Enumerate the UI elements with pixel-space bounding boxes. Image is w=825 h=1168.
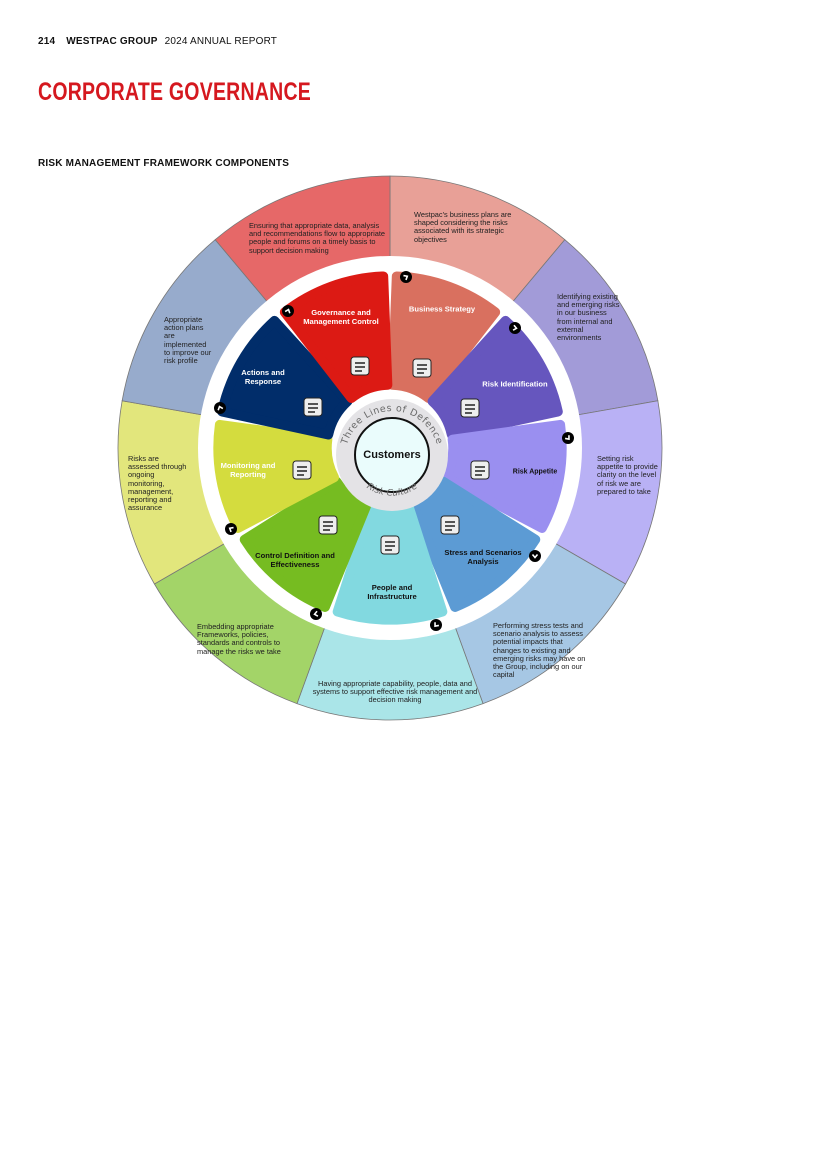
petal-control-definition-and-effectiveness[interactable] — [213, 419, 340, 533]
arrow-badge-icon — [214, 402, 226, 414]
people-description: Having appropriate capability, people, d… — [312, 679, 478, 705]
risk-appetite-label: Risk Appetite — [512, 468, 558, 476]
arrow-badge-icon — [310, 608, 322, 620]
people-label: People and Infrastructure — [367, 583, 417, 601]
report-name: 2024 ANNUAL REPORT — [164, 36, 278, 47]
risk-identification-description: Identifying existing and emerging risks … — [557, 292, 620, 343]
page-number: 214 — [38, 36, 56, 47]
line-chart-icon — [292, 460, 312, 480]
customers-label: Customers — [363, 449, 421, 461]
stress-description: Performing stress tests and scenario ana… — [493, 621, 586, 680]
petal-people-and-infrastructure[interactable] — [239, 476, 371, 612]
arrow-badge-icon — [282, 305, 294, 317]
meeting-icon — [350, 356, 370, 376]
monitoring-label: Monitoring and Reporting — [220, 461, 276, 479]
business-strategy-label: Business Strategy — [408, 304, 476, 314]
petal-risk-appetite[interactable] — [409, 476, 541, 612]
gear-icon — [318, 515, 338, 535]
risk-appetite-description: Setting risk appetite to provide clarity… — [597, 454, 658, 496]
presenter-icon — [303, 397, 323, 417]
monitoring-description: Risks are assessed through ongoing monit… — [128, 454, 187, 513]
business-strategy-description: Westpac's business plans are shaped cons… — [414, 210, 512, 244]
arrow-badge-icon — [562, 432, 574, 444]
actions-label: Actions and Response — [241, 368, 285, 386]
control-description: Embedding appropriate Frameworks, polici… — [197, 622, 281, 656]
alert-gauge-icon — [470, 460, 490, 480]
section-title: RISK MANAGEMENT FRAMEWORK COMPONENTS — [38, 158, 290, 169]
arrow-badge-icon — [509, 322, 521, 334]
control-label: Control Definition and Effectiveness — [255, 551, 335, 569]
arrow-badge-icon — [225, 523, 237, 535]
arrow-badge-icon — [400, 271, 412, 283]
customers-circle — [354, 417, 430, 493]
petal-risk-identification[interactable] — [440, 419, 567, 533]
risk-identification-label: Risk Identification — [482, 379, 548, 389]
governance-label: Governance and Management Control — [303, 308, 379, 326]
outer-segment-stress-and-scenarios-analysis — [296, 626, 484, 721]
page-title: CORPORATE GOVERNANCE — [38, 78, 312, 106]
arrow-badge-icon — [529, 550, 541, 562]
stress-label: Stress and Scenarios Analysis — [444, 548, 522, 566]
people-icon — [380, 535, 400, 555]
pie-chart-icon — [440, 515, 460, 535]
actions-description: Appropriate action plans are implemented… — [164, 315, 212, 366]
document-alert-icon — [460, 398, 480, 418]
arrow-badge-icon — [430, 619, 442, 631]
governance-description: Ensuring that appropriate data, analysis… — [249, 221, 385, 255]
clipboard-icon — [412, 358, 432, 378]
brand: WESTPAC GROUP — [66, 36, 158, 47]
page-header: 214 WESTPAC GROUP 2024 ANNUAL REPORT — [38, 36, 285, 47]
